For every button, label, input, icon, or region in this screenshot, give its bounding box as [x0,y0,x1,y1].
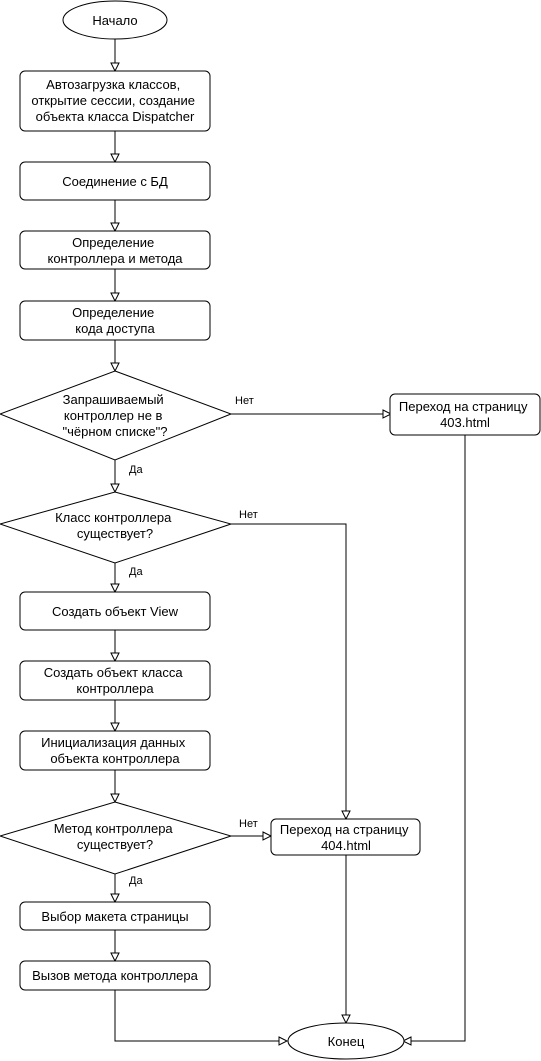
node-select-layout: Выбор макета страницы [19,901,211,931]
node-end-label: Конец [328,1034,365,1049]
arrowhead [401,1036,412,1046]
node-create-controller-label: Создать объект класса контроллера [44,665,187,696]
edge-label-no: Нет [239,509,258,521]
arrowhead [110,893,120,904]
node-define-controller-line: контроллера и метода [47,251,183,266]
arrowhead [110,362,120,373]
node-method-exists: Метод контроллера существует? [0,801,233,875]
node-page-403-label: Переход на страницу 403.html [399,399,531,430]
node-page-403-line: Переход на страницу [399,399,528,414]
node-autoload-line: объекта класса Dispatcher [36,109,195,124]
node-define-access-label: Определение кода доступа [72,305,158,336]
edge-403-end [410,435,466,1042]
node-blacklist-check: Запрашиваемый контроллер не в "чёрном сп… [0,370,233,461]
node-define-access-line: кода доступа [75,321,155,336]
node-select-layout-label: Выбор макета страницы [41,909,188,924]
node-blacklist-check-line: Запрашиваемый [63,392,164,407]
node-class-exists-label: Класс контроллера существует? [55,510,175,541]
arrowheads [110,62,412,1046]
node-init-controller: Инициализация данных объекта контроллера [19,730,211,771]
arrowhead [110,292,120,303]
edge-label-yes: Да [129,464,143,476]
node-db-connect: Соединение с БД [19,161,211,201]
arrowhead [341,810,351,821]
arrowhead [341,1014,351,1025]
node-db-connect-label: Соединение с БД [62,174,168,189]
node-blacklist-check-label: Запрашиваемый контроллер не в "чёрном сп… [62,392,167,439]
node-page-403: Переход на страницу 403.html [389,393,541,436]
node-page-404-line: 404.html [321,838,371,853]
node-init-controller-label: Инициализация данных объекта контроллера [41,735,189,766]
node-define-access-line: Определение [72,305,154,320]
node-page-404: Переход на страницу 404.html [270,818,421,856]
node-define-controller: Определение контроллера и метода [19,230,211,270]
node-start: Начало [62,0,168,40]
node-define-access: Определение кода доступа [19,300,211,341]
node-start-label: Начало [92,13,137,28]
node-end: Конец [287,1022,405,1060]
arrowhead [110,952,120,963]
node-create-controller: Создать объект класса контроллера [19,660,211,701]
arrowhead [110,793,120,804]
arrowhead [110,483,120,494]
connectors [114,39,466,1042]
node-create-view-label: Создать объект View [52,604,179,619]
edge-call-end [114,990,280,1042]
node-init-controller-line: объекта контроллера [50,751,180,766]
arrowhead [110,652,120,663]
node-autoload-label: Автозагрузка классов, открытие сессии, с… [31,77,198,124]
node-create-controller-line: Создать объект класса [44,665,184,680]
node-class-exists: Класс контроллера существует? [0,491,233,564]
arrowhead [382,409,393,419]
node-define-controller-line: Определение [72,235,154,250]
node-autoload-line: открытие сессии, создание [31,93,195,108]
arrowhead [110,722,120,733]
edge-labels: Нет Да Нет Да Нет Да [129,395,258,887]
arrowhead [110,222,120,233]
arrowhead [110,153,120,164]
node-autoload: Автозагрузка классов, открытие сессии, с… [19,70,211,132]
node-method-exists-line: существует? [77,837,153,852]
arrowhead [110,62,120,73]
node-define-controller-label: Определение контроллера и метода [47,235,183,266]
node-method-exists-line: Метод контроллера [54,821,174,836]
node-class-exists-line: существует? [77,526,153,541]
node-class-exists-line: Класс контроллера [55,510,172,525]
node-page-404-line: Переход на страницу [280,822,409,837]
node-page-404-label: Переход на страницу 404.html [280,822,412,853]
arrowhead [262,831,273,841]
node-blacklist-check-line: "чёрном списке"? [62,424,167,439]
edge-label-no: Нет [239,818,258,830]
edge-class-no-404 [231,523,347,812]
node-blacklist-check-line: контроллер не в [64,408,163,423]
edge-label-no: Нет [235,395,254,407]
node-page-403-line: 403.html [440,415,490,430]
edge-label-yes: Да [129,566,143,578]
edge-label-yes: Да [129,875,143,887]
node-create-controller-line: контроллера [76,681,154,696]
arrowhead [110,583,120,594]
node-method-exists-label: Метод контроллера существует? [54,821,177,852]
node-create-view: Создать объект View [19,591,211,631]
node-autoload-line: Автозагрузка классов, [46,77,180,92]
arrowhead [278,1036,289,1046]
node-init-controller-line: Инициализация данных [41,735,186,750]
node-call-method: Вызов метода контроллера [19,960,211,991]
node-call-method-label: Вызов метода контроллера [32,968,198,983]
